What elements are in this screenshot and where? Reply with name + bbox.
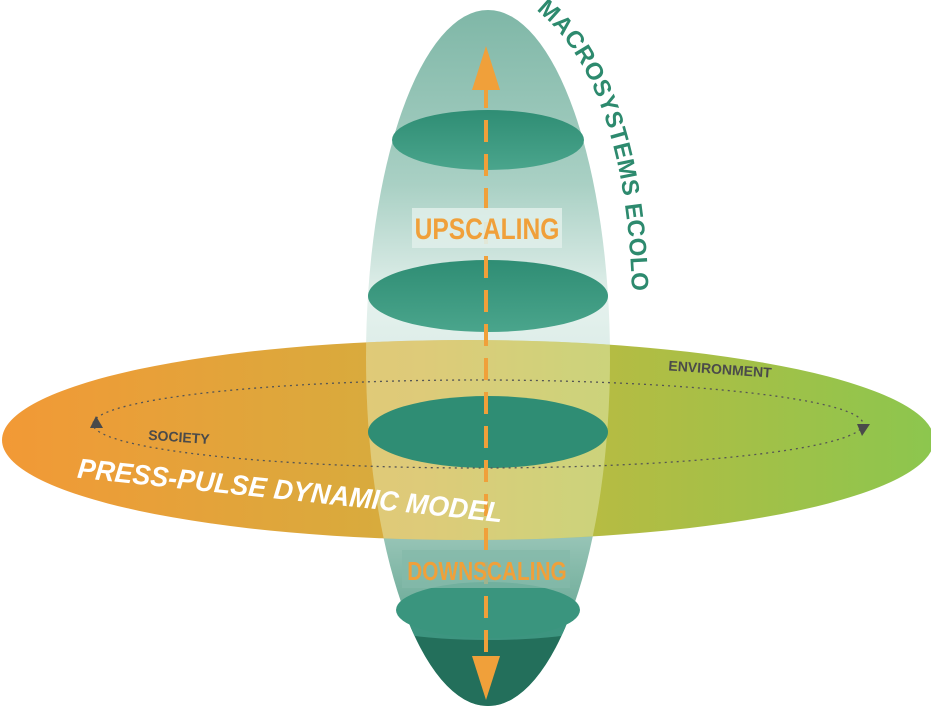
- upscaling-label: UPSCALING: [415, 212, 560, 246]
- upscaling-arrowhead: [472, 46, 500, 90]
- society-label: SOCIETY: [148, 427, 211, 447]
- cycle-arrow-left: [90, 416, 103, 428]
- downscaling-label: DOWNSCALING: [407, 557, 566, 586]
- cycle-arrow-right: [857, 424, 870, 436]
- environment-label: ENVIRONMENT: [668, 357, 773, 380]
- downscaling-arrowhead: [472, 656, 500, 700]
